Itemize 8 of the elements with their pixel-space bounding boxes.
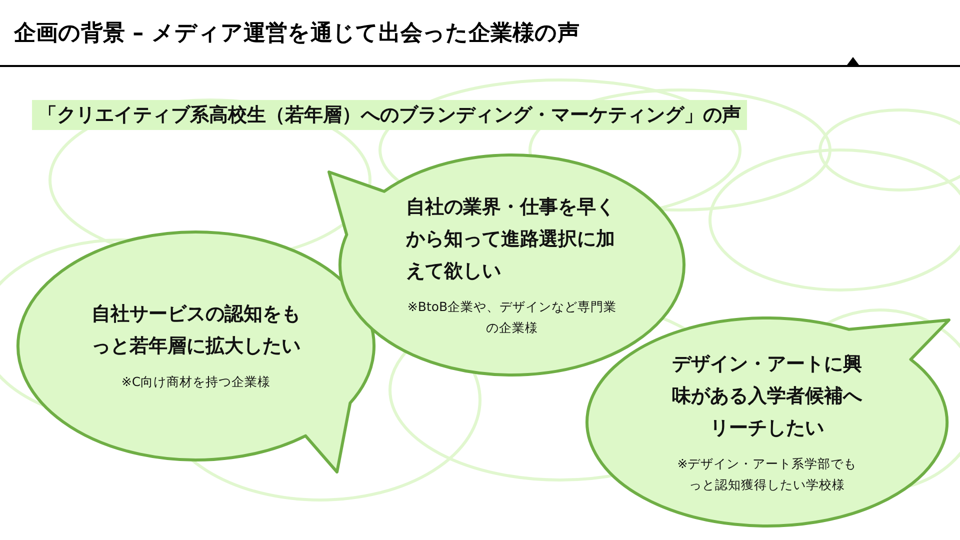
bubble-note: ※BtoB企業や、デザインなど専門業の企業様: [406, 298, 618, 337]
slide-title: 企画の背景 – メディア運営を通じて出会った企業様の声: [14, 20, 580, 48]
bubble-heading: 自社サービスの認知をもっと若年層に拡大したい: [90, 302, 302, 360]
bubble-heading: 自社の業界・仕事を早くから知って進路選択に加えて欲しい: [406, 194, 616, 284]
bubble-heading: デザイン・アートに興味がある入学者候補へリーチしたい: [672, 352, 862, 441]
bubble-note: ※デザイン・アート系学部でもっと認知獲得したい学校様: [677, 454, 857, 494]
subheading-banner: 「クリエイティブ系高校生（若年層）へのブランディング・マーケティング」の声: [32, 100, 747, 130]
bubble-note: ※C向け商材を持つ企業様: [120, 373, 272, 392]
